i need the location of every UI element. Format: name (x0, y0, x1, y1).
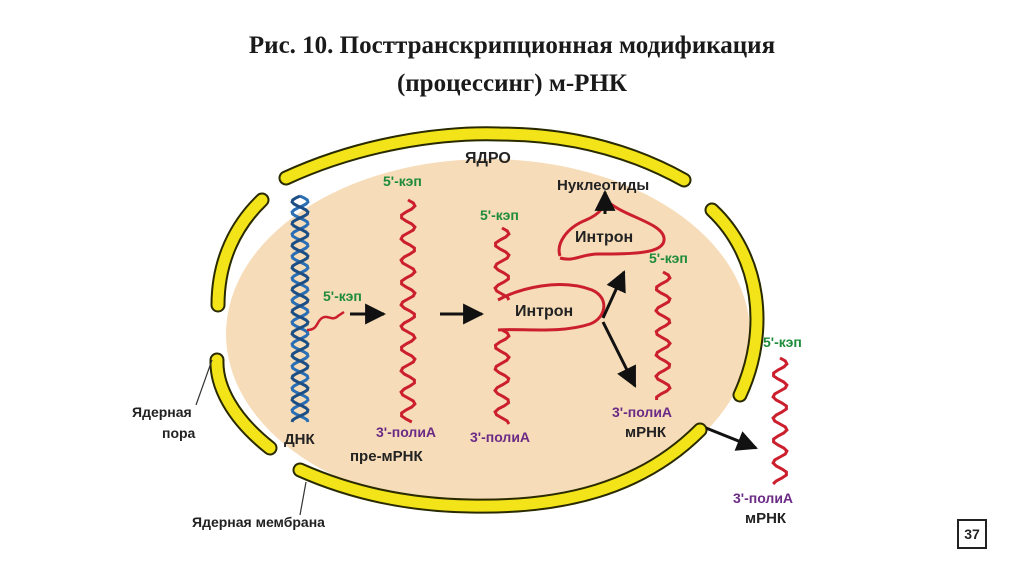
nuclear-pore-label-line2: пора (162, 425, 196, 441)
intron-loop (497, 283, 606, 332)
mrna-label-exported: мРНК (745, 510, 787, 527)
membrane-pointer (299, 481, 307, 516)
nuclear-membrane-label: Ядерная мембрана (192, 514, 325, 530)
nucleus (226, 159, 750, 509)
membrane-segment-right (706, 204, 763, 401)
nucleotides-label: Нуклеотиды (557, 177, 649, 194)
pre-mrna-strand (399, 198, 417, 424)
membrane-segment-bottom (294, 424, 706, 512)
polya-label-4: 3'-полиА (733, 490, 793, 506)
nucleus-label: ЯДРО (465, 150, 511, 167)
dna-label: ДНК (284, 431, 316, 448)
polya-label-1: 3'-полиА (376, 424, 436, 440)
spliced-rna-bottom (493, 328, 511, 425)
dna-helix (290, 194, 310, 423)
membrane-segment-left-lower (211, 354, 276, 454)
figure-title-line-1: Рис. 10. Посттранскрипционная модификаци… (248, 32, 776, 59)
mrna-label-nucleus: мРНК (625, 424, 667, 441)
mrna-strand (654, 270, 672, 400)
polya-label-2: 3'-полиА (470, 429, 530, 445)
nascent-rna (306, 310, 345, 332)
cap-label-4: 5'-кэп (763, 334, 802, 350)
exported-mrna-strand (771, 356, 789, 486)
nuclear-pore-label-line1: Ядерная (132, 404, 192, 420)
arrow-to-mrna (601, 321, 637, 388)
cap-label-dna: 5'-кэп (323, 288, 362, 304)
intron-label-loop: Интрон (515, 303, 573, 320)
arrow-intron-release (601, 270, 626, 319)
cap-label-2: 5'-кэп (480, 207, 519, 223)
cap-label-3: 5'-кэп (649, 250, 688, 266)
pre-mrna-label: пре-мРНК (350, 448, 423, 465)
membrane-segment-left-upper (212, 194, 268, 311)
figure-title-line-2: (процессинг) м-РНК (396, 70, 628, 97)
membrane-segment-top (280, 128, 690, 186)
page-number-badge: 37 (957, 519, 987, 549)
polya-label-3: 3'-полиА (612, 404, 672, 420)
intron-label-excised: Интрон (575, 229, 633, 246)
spliced-rna-top (493, 226, 511, 301)
pore-pointer (195, 359, 213, 406)
arrow-export (705, 426, 758, 451)
cap-label-1: 5'-кэп (383, 173, 422, 189)
